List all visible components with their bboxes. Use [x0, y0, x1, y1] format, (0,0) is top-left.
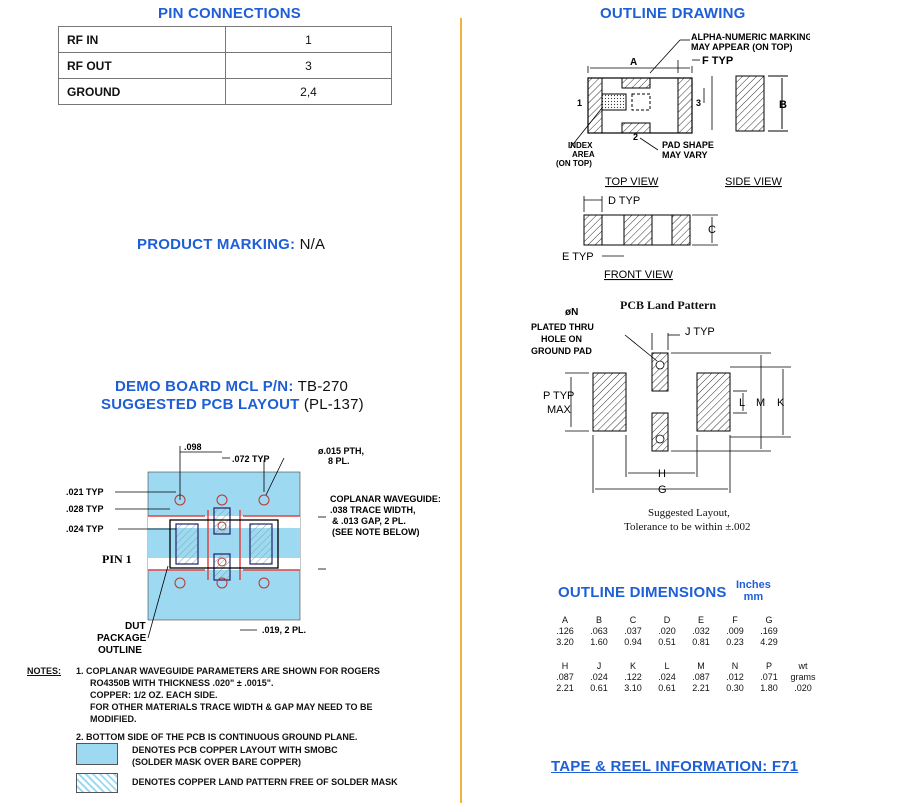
dim-max-label: MAX	[547, 404, 572, 416]
dim-j-label: J TYP	[685, 326, 715, 338]
dim-072-label: .072 TYP	[232, 454, 270, 464]
pth-note-label-2: 8 PL.	[328, 456, 350, 466]
dut-label-2: PACKAGE	[97, 633, 147, 644]
note-text: RO4350B WITH THICKNESS .020" ± .0015".	[90, 678, 274, 688]
note-text: FOR OTHER MATERIALS TRACE WIDTH & GAP MA…	[90, 702, 373, 712]
cpw-label-1: COPLANAR WAVEGUIDE:	[330, 494, 441, 504]
table-row: GROUND 2,4	[58, 78, 392, 105]
pcb-layout-value: (PL-137)	[303, 396, 364, 413]
index-label-1: INDEX	[568, 141, 593, 150]
pcb-layout: SUGGESTED PCB LAYOUT (PL-137)	[101, 396, 364, 413]
pin1-label: PIN 1	[102, 552, 132, 566]
product-marking-value: N/A	[299, 236, 326, 253]
land-note-2: Tolerance to be within ±.002	[624, 521, 751, 533]
dim-d-label: D TYP	[608, 195, 640, 207]
dim-n-label: øN	[565, 307, 578, 318]
dut-label-1: DUT	[125, 621, 146, 632]
table-row: RF OUT 3	[58, 52, 392, 79]
legend-land-swatch	[76, 773, 118, 793]
legend-text: DENOTES PCB COPPER LAYOUT WITH SMOBC	[132, 745, 338, 755]
notes-label: NOTES:	[27, 666, 62, 676]
pin3-marker: 3	[696, 98, 701, 108]
demo-board-value: TB-270	[297, 378, 349, 395]
pcb-layout-label: SUGGESTED PCB LAYOUT	[101, 396, 300, 413]
cpw-label-4: (SEE NOTE BELOW)	[332, 527, 420, 537]
note-text: 2. BOTTOM SIDE OF THE PCB IS CONTINUOUS …	[76, 732, 358, 742]
dim-a-label: A	[630, 57, 637, 68]
plated-label-2: HOLE ON	[541, 334, 582, 344]
notes-body: 1. COPLANAR WAVEGUIDE PARAMETERS ARE SHO…	[76, 665, 380, 743]
plated-label-3: GROUND PAD	[531, 346, 592, 356]
dim-028-label: .028 TYP	[66, 504, 104, 514]
dim-g-label: G	[658, 484, 667, 496]
product-marking: PRODUCT MARKING: N/A	[137, 236, 325, 253]
top-view-label: TOP VIEW	[605, 176, 659, 188]
pin-label: GROUND	[58, 78, 226, 105]
dim-b-label: B	[779, 99, 787, 111]
legend-land-text: DENOTES COPPER LAND PATTERN FREE OF SOLD…	[132, 777, 398, 787]
front-view-label: FRONT VIEW	[604, 269, 673, 281]
pin-value: 2,4	[225, 78, 392, 105]
pin-label: RF OUT	[58, 52, 226, 79]
outline-drawing-title: OUTLINE DRAWING	[600, 5, 746, 22]
dim-p-label: P TYP	[543, 390, 574, 402]
pin-label: RF IN	[58, 26, 226, 53]
dim-k-label: K	[777, 397, 785, 409]
markings-label-2: MAY APPEAR (ON TOP)	[691, 42, 793, 52]
legend-copper-swatch	[76, 743, 118, 765]
pth-note-label: ø.015 PTH,	[318, 446, 364, 456]
side-view-label: SIDE VIEW	[725, 176, 782, 188]
unit-inches: Inches	[736, 579, 771, 591]
dim-f-label: F TYP	[702, 55, 733, 67]
note-text: 1. COPLANAR WAVEGUIDE PARAMETERS ARE SHO…	[76, 666, 380, 676]
dim-019-label: .019, 2 PL.	[262, 625, 306, 635]
cpw-label-2: .038 TRACE WIDTH,	[330, 505, 416, 515]
dut-label-3: OUTLINE	[98, 645, 142, 655]
legend-copper-text: DENOTES PCB COPPER LAYOUT WITH SMOBC (SO…	[132, 744, 338, 768]
plated-label-1: PLATED THRU	[531, 322, 594, 332]
index-label-3: (ON TOP)	[556, 159, 592, 168]
outline-drawing: A F TYP ALPHA-NUMERIC MARKINGS MAY APPEA…	[556, 32, 810, 281]
pin-value: 3	[225, 52, 392, 79]
pad-shape-label-1: PAD SHAPE	[662, 140, 714, 150]
land-note-1: Suggested Layout,	[648, 507, 730, 519]
unit-mm: mm	[743, 591, 764, 603]
land-pattern-title: PCB Land Pattern	[620, 298, 716, 312]
demo-board-label: DEMO BOARD MCL P/N:	[115, 378, 294, 395]
notes-block: NOTES:	[27, 665, 61, 677]
dim-h-label: H	[658, 468, 666, 480]
dim-098-label: .098	[184, 442, 202, 452]
pad-shape-label-2: MAY VARY	[662, 150, 708, 160]
dim-m-label: M	[756, 397, 765, 409]
outline-dimensions-title: OUTLINE DIMENSIONS	[558, 584, 727, 601]
pin-value: 1	[225, 26, 392, 53]
column-divider	[460, 18, 462, 803]
index-label-2: AREA	[572, 150, 595, 159]
pcb-layout-drawing: .098 .072 TYP ø.015 PTH, 8 PL. .021 TYP …	[66, 442, 441, 655]
dim-021-label: .021 TYP	[66, 487, 104, 497]
pin1-marker: 1	[577, 98, 582, 108]
pin-connections-title: PIN CONNECTIONS	[158, 5, 302, 22]
legend-text: (SOLDER MASK OVER BARE COPPER)	[132, 757, 302, 767]
table-row: RF IN 1	[58, 26, 392, 53]
pin-connections-table: RF IN 1 RF OUT 3 GROUND 2,4	[58, 26, 392, 105]
cpw-label-3: & .013 GAP, 2 PL.	[332, 516, 406, 526]
tape-reel-link[interactable]: TAPE & REEL INFORMATION: F71	[551, 758, 799, 775]
land-pattern-drawing: øN PLATED THRU HOLE ON GROUND PAD J TYP …	[531, 307, 791, 496]
markings-label-1: ALPHA-NUMERIC MARKINGS	[691, 32, 810, 42]
dim-c-label: C	[708, 224, 716, 236]
dim-l-label: L	[739, 397, 745, 409]
pin2-marker: 2	[633, 132, 638, 142]
demo-board: DEMO BOARD MCL P/N: TB-270	[115, 378, 348, 395]
note-text: COPPER: 1/2 OZ. EACH SIDE.	[90, 690, 218, 700]
product-marking-label: PRODUCT MARKING:	[137, 236, 296, 253]
dim-024-label: .024 TYP	[66, 524, 104, 534]
outline-dimensions-units: Inches mm	[736, 579, 771, 603]
note-text: MODIFIED.	[90, 714, 137, 724]
dim-e-label: E TYP	[562, 251, 594, 263]
